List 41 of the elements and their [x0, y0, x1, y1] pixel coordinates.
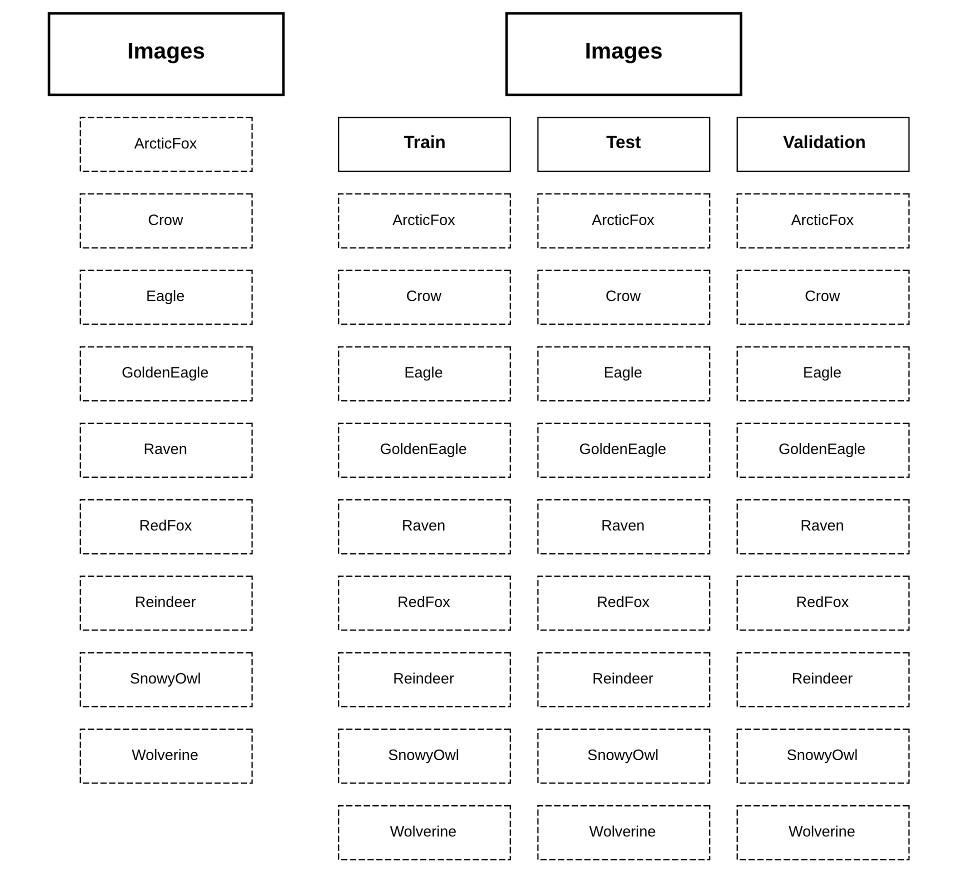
- node-box: SnowyOwl: [337, 728, 510, 784]
- node-box: Reindeer: [736, 652, 910, 708]
- node-box: Wolverine: [337, 805, 510, 860]
- node-box: Validation: [736, 116, 910, 172]
- node-box: ArcticFox: [536, 193, 710, 248]
- node-box: Eagle: [736, 346, 910, 402]
- node-box: Eagle: [536, 346, 710, 402]
- node-box: GoldenEagle: [337, 422, 510, 478]
- node-box: Raven: [736, 499, 910, 554]
- node-box: Eagle: [79, 270, 252, 325]
- node-box: SnowyOwl: [536, 728, 710, 784]
- node-box: SnowyOwl: [79, 652, 252, 708]
- node-box: Wolverine: [536, 805, 710, 860]
- node-box: Reindeer: [79, 576, 252, 631]
- node-box: GoldenEagle: [536, 422, 710, 478]
- node-box: Test: [536, 116, 710, 172]
- node-box: GoldenEagle: [736, 422, 910, 478]
- node-box: ArcticFox: [736, 193, 910, 248]
- node-box: Images: [504, 12, 742, 96]
- node-box: Train: [337, 116, 510, 172]
- node-box: ArcticFox: [79, 116, 252, 172]
- node-box: Reindeer: [337, 652, 510, 708]
- node-box: RedFox: [79, 499, 252, 554]
- node-box: Crow: [736, 270, 910, 325]
- node-box: RedFox: [536, 576, 710, 631]
- node-box: Eagle: [337, 346, 510, 402]
- node-box: Raven: [79, 422, 252, 478]
- node-box: Images: [47, 12, 284, 96]
- node-box: Crow: [337, 270, 510, 325]
- node-box: RedFox: [736, 576, 910, 631]
- node-box: Wolverine: [79, 728, 252, 784]
- node-box: GoldenEagle: [79, 346, 252, 402]
- node-box: Raven: [337, 499, 510, 554]
- node-box: Wolverine: [736, 805, 910, 860]
- node-box: Raven: [536, 499, 710, 554]
- node-box: Crow: [536, 270, 710, 325]
- node-box: ArcticFox: [337, 193, 510, 248]
- node-box: Reindeer: [536, 652, 710, 708]
- node-box: SnowyOwl: [736, 728, 910, 784]
- node-box: RedFox: [337, 576, 510, 631]
- node-box: Crow: [79, 193, 252, 248]
